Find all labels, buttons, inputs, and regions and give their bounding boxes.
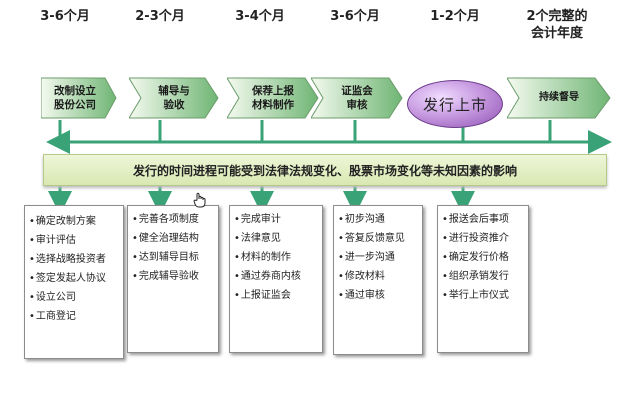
duration-label-3: 3-4个月 xyxy=(235,9,285,24)
stage-label: 保荐上报 材料制作 xyxy=(252,85,294,111)
task-card-sponsor-materials: 完成审计 法律意见 材料的制作 通过券商内核 上报证监会 xyxy=(229,205,323,353)
list-item: 材料的制作 xyxy=(230,248,322,267)
stage-arrow-shape xyxy=(41,77,117,119)
task-card-restructure: 确定改制方案 审计评估 选择战略投资者 签定发起人协议 设立公司 工商登记 xyxy=(24,205,124,359)
list-item: 上报证监会 xyxy=(230,286,322,305)
list-item: 进一步沟通 xyxy=(334,248,422,267)
duration-label-4: 3-6个月 xyxy=(330,9,380,24)
stage-issuance-listing: 发行上市 xyxy=(407,80,503,128)
list-item: 通过券商内核 xyxy=(230,267,322,286)
stage-label: 改制设立 股份公司 xyxy=(54,85,96,111)
duration-label-5: 1-2个月 xyxy=(430,9,480,24)
list-item: 审计评估 xyxy=(25,231,123,250)
list-item: 报送会后事项 xyxy=(438,210,528,229)
list-item: 达到辅导目标 xyxy=(128,248,218,267)
list-item: 初步沟通 xyxy=(334,210,422,229)
list-item: 完善各项制度 xyxy=(128,210,218,229)
task-card-issuance-listing: 报送会后事项 进行投资推介 确定发行价格 组织承销发行 举行上市仪式 xyxy=(437,205,529,353)
list-item: 法律意见 xyxy=(230,229,322,248)
stage-tutoring: 辅导与 验收 xyxy=(129,75,219,121)
duration-label-1: 3-6个月 xyxy=(40,9,90,24)
list-item: 确定发行价格 xyxy=(438,248,528,267)
list-item: 组织承销发行 xyxy=(438,267,528,286)
stage-continuous-supervision: 持续督导 xyxy=(507,75,611,121)
banner-text: 发行的时间进程可能受到法律法规变化、股票市场变化等未知因素的影响 xyxy=(132,163,517,178)
stage-arrow-shape xyxy=(227,77,319,119)
list-item: 确定改制方案 xyxy=(25,212,123,231)
list-item: 健全治理结构 xyxy=(128,229,218,248)
stage-label: 发行上市 xyxy=(422,95,487,114)
stage-label: 证监会 审核 xyxy=(341,85,373,111)
duration-label-2: 2-3个月 xyxy=(135,9,185,24)
list-item: 签定发起人协议 xyxy=(25,269,123,288)
stage-sponsor-materials: 保荐上报 材料制作 xyxy=(227,75,319,121)
hand-cursor-icon xyxy=(193,192,206,208)
duration-label-6: 2个完整的 会计年度 xyxy=(526,9,588,41)
list-item: 进行投资推介 xyxy=(438,229,528,248)
list-item: 修改材料 xyxy=(334,267,422,286)
stage-arrow-shape xyxy=(311,77,403,119)
task-card-tutoring: 完善各项制度 健全治理结构 达到辅导目标 完成辅导验收 xyxy=(127,205,219,353)
list-item: 设立公司 xyxy=(25,288,123,307)
stage-label: 辅导与 验收 xyxy=(158,85,190,111)
timing-notice-banner: 发行的时间进程可能受到法律法规变化、股票市场变化等未知因素的影响 xyxy=(43,154,607,186)
list-item: 完成辅导验收 xyxy=(128,267,218,286)
stage-restructure: 改制设立 股份公司 xyxy=(41,75,117,121)
stage-arrow-shape xyxy=(507,77,611,119)
stage-csrc-review: 证监会 审核 xyxy=(311,75,403,121)
list-item: 通过审核 xyxy=(334,286,422,305)
list-item: 答复反馈意见 xyxy=(334,229,422,248)
task-card-csrc-review: 初步沟通 答复反馈意见 进一步沟通 修改材料 通过审核 xyxy=(333,205,423,355)
list-item: 选择战略投资者 xyxy=(25,250,123,269)
list-item: 举行上市仪式 xyxy=(438,286,528,305)
stage-label: 持续督导 xyxy=(539,92,579,103)
list-item: 工商登记 xyxy=(25,307,123,326)
stage-arrow-shape xyxy=(129,77,219,119)
list-item: 完成审计 xyxy=(230,210,322,229)
